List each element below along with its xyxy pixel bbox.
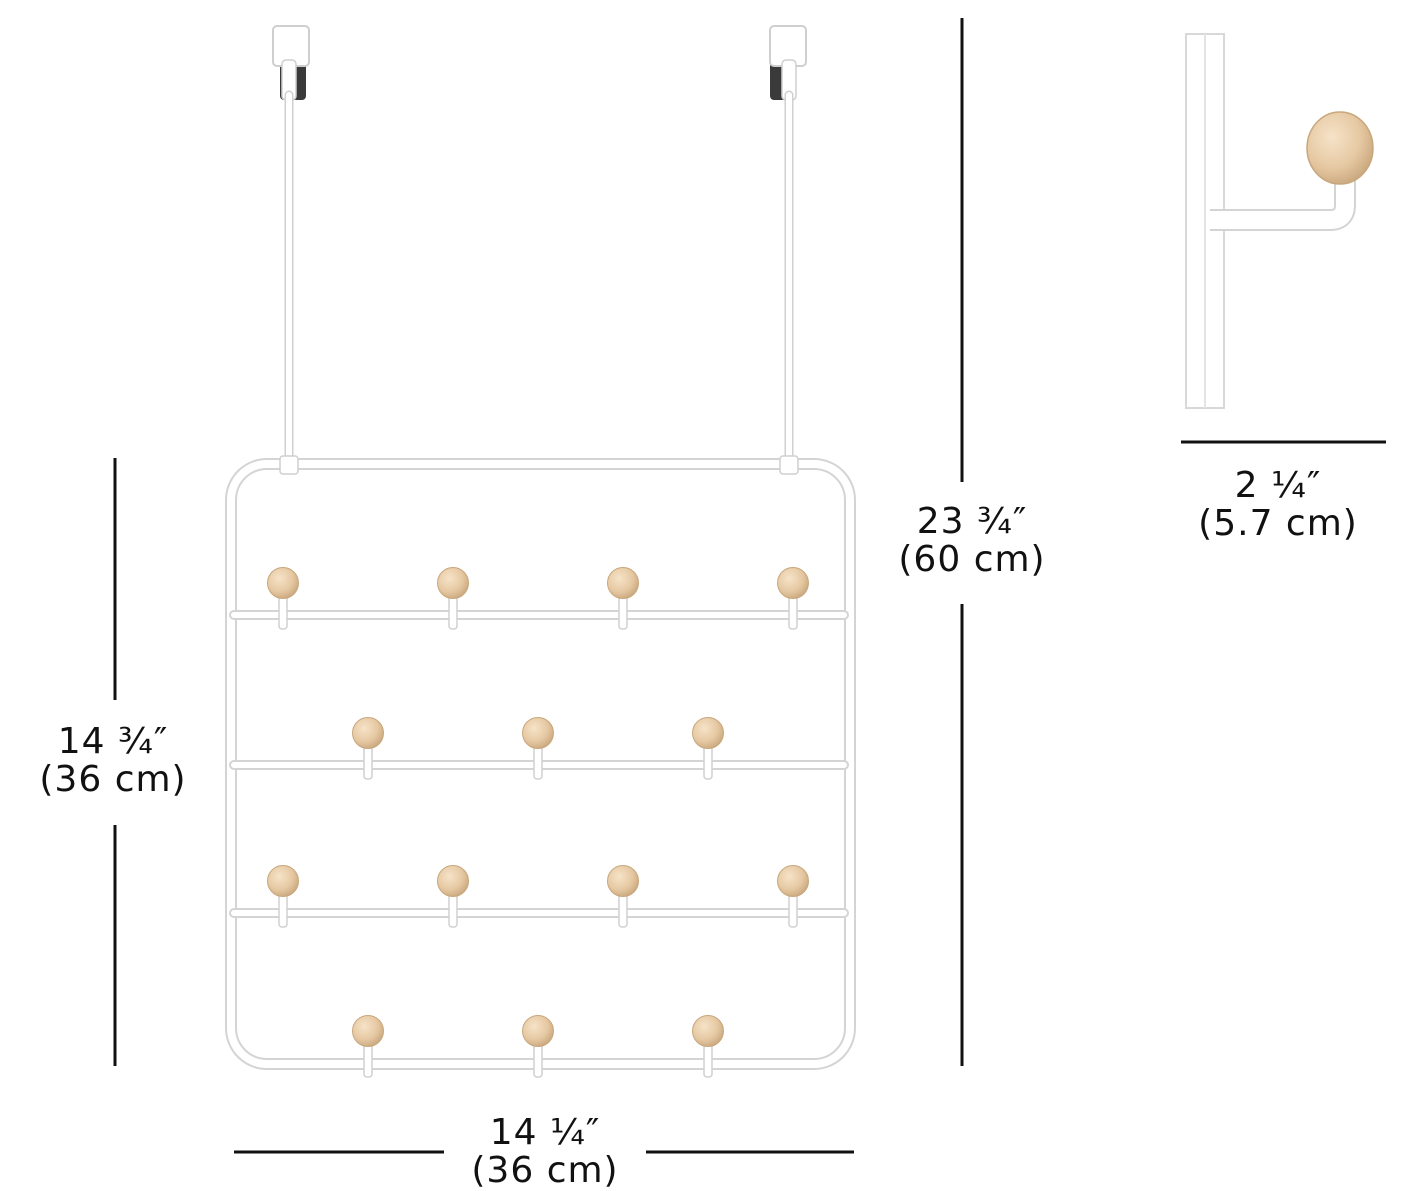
wood-knob: [267, 865, 299, 897]
wood-knob: [607, 865, 639, 897]
hook-depth-metric: (5.7 cm): [1198, 503, 1358, 544]
wood-knob: [692, 717, 724, 749]
hook-depth-imperial: 2 ¼″: [1234, 465, 1322, 506]
rack-height-metric: (36 cm): [39, 759, 187, 800]
wood-knob: [352, 717, 384, 749]
wood-knob: [352, 1015, 384, 1047]
hook-depth-label: 2 ¼″ (5.7 cm): [1183, 467, 1373, 543]
hook-side-knob: [1306, 111, 1374, 185]
wood-knob: [522, 1015, 554, 1047]
wood-knob: [437, 567, 469, 599]
wood-knob: [437, 865, 469, 897]
rack-height-label: 14 ¾″ (36 cm): [18, 723, 208, 799]
wood-knob: [692, 1015, 724, 1047]
rack-height-imperial: 14 ¾″: [57, 721, 169, 762]
wood-knob: [522, 717, 554, 749]
door-clip-left: [272, 25, 310, 101]
rack-width-metric: (36 cm): [471, 1150, 619, 1191]
hook-side-view: [1185, 33, 1374, 409]
strap-connector-right: [779, 455, 799, 475]
total-height-imperial: 23 ¾″: [916, 501, 1028, 542]
wood-knob: [267, 567, 299, 599]
total-height-metric: (60 cm): [898, 539, 1046, 580]
door-clip-right: [769, 25, 807, 101]
wood-knob: [777, 865, 809, 897]
total-height-label: 23 ¾″ (60 cm): [872, 503, 1072, 579]
wood-knob: [607, 567, 639, 599]
hanging-straps: [284, 90, 794, 467]
rack-width-imperial: 14 ¼″: [489, 1112, 601, 1153]
rack-width-label: 14 ¼″ (36 cm): [445, 1114, 645, 1190]
wood-knob: [777, 567, 809, 599]
strap-connector-left: [279, 455, 299, 475]
dimension-lines: [113, 18, 1386, 1154]
